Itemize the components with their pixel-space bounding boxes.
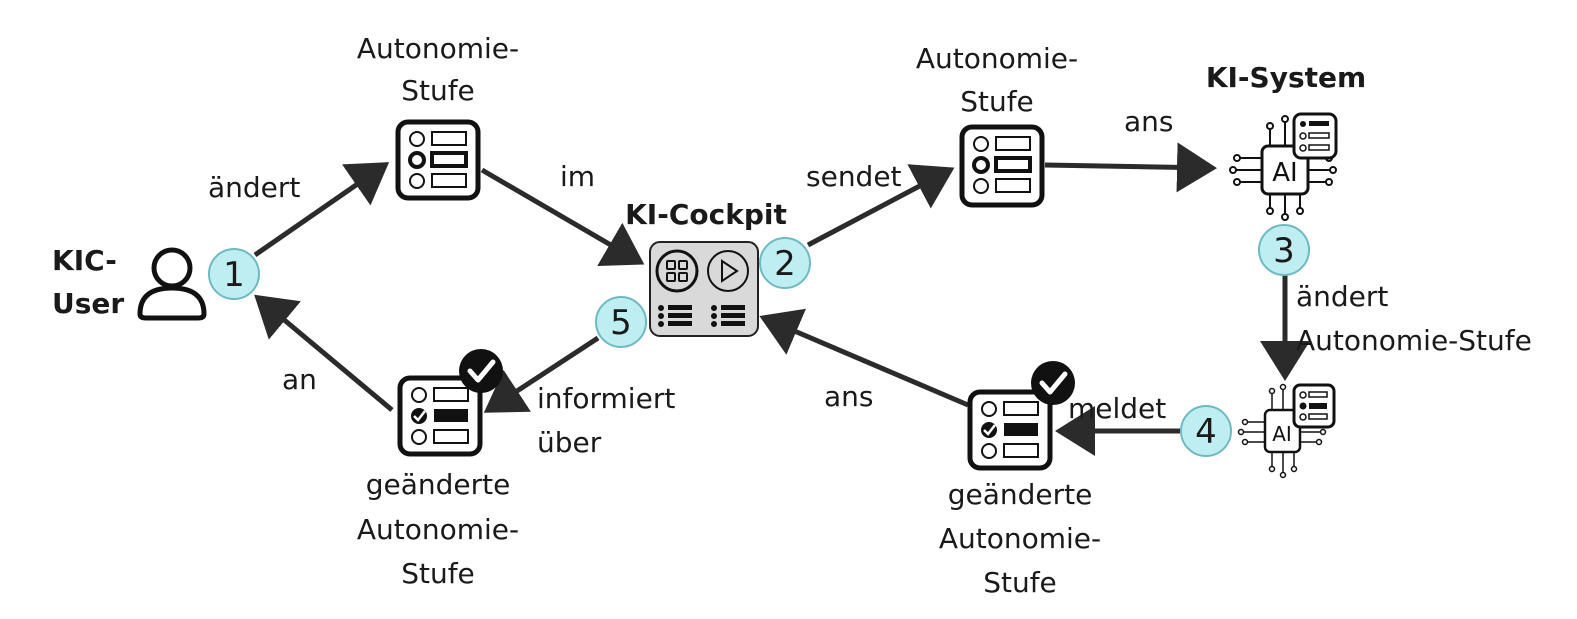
user-icon [137,247,207,321]
step-badge-1: 1 [208,248,260,300]
ai-chip-small-label: AI [1272,422,1292,446]
step-badge-2: 2 [759,237,811,289]
level-bottom-left-line1: geänderte [366,468,511,501]
arrow-level-to-system [1044,142,1217,193]
cockpit-title: KI-Cockpit [625,198,787,231]
level-top-right-line2: Stufe [960,85,1034,118]
level-top-left-line1: Autonomie- [357,32,519,65]
step-number-5: 5 [610,303,632,343]
changed-level-icon [397,375,483,457]
edge-label-level-to-cockpit-return: ans [824,380,874,413]
arrow-user-to-level [253,162,390,258]
system-title: KI-System [1206,61,1366,94]
arrow-cockpit-to-level-bottom [483,335,600,413]
cockpit-icon [649,241,759,337]
edge-label-user-to-level: ändert [208,171,300,204]
ai-chip-label: AI [1272,158,1297,188]
step-badge-3: 3 [1258,224,1310,276]
level-top-left-line2: Stufe [401,74,475,107]
edge-label-level-to-cockpit: im [560,160,595,193]
step-number-2: 2 [774,244,796,284]
level-top-right-line1: Autonomie- [916,42,1078,75]
arrow-level-to-cockpit [480,167,645,266]
autonomy-level-icon-right [959,124,1045,208]
changed-level-icon-right [967,389,1053,471]
step-badge-5: 5 [595,296,647,348]
step-number-1: 1 [223,255,245,295]
ai-chip-list-icon [1292,112,1338,160]
level-bottom-left-line3: Stufe [401,557,475,590]
ai-chip-small-list-icon [1292,383,1336,429]
level-bottom-right-line2: Autonomie- [939,522,1101,555]
autonomy-level-icon [395,119,481,201]
arrow-level-to-user [254,294,394,412]
check-badge-icon-right [1031,361,1075,405]
step-number-3: 3 [1273,231,1295,271]
edge-label-system-change-line1: ändert [1296,280,1388,313]
step-number-4: 4 [1195,412,1217,452]
check-badge-icon [459,349,503,393]
arrow-cockpit-to-level [806,164,955,248]
edge-label-cockpit-to-level: sendet [806,160,902,193]
level-bottom-left-line2: Autonomie- [357,513,519,546]
edge-label-level-to-system: ans [1124,105,1174,138]
level-bottom-right-line3: Stufe [983,566,1057,599]
edge-label-system-change-line2: Autonomie-Stufe [1296,324,1532,357]
step-badge-4: 4 [1180,405,1232,457]
user-title-line1: KIC- [52,244,117,277]
level-bottom-right-line1: geänderte [948,478,1093,511]
edge-label-cockpit-informs-line2: über [537,426,602,459]
edge-label-cockpit-informs-line1: informiert [537,382,675,415]
edge-label-level-to-user: an [282,363,317,396]
arrow-level-to-cockpit-return [759,308,969,408]
edge-label-system-reports: meldet [1068,392,1166,425]
user-title-line2: User [52,287,124,320]
